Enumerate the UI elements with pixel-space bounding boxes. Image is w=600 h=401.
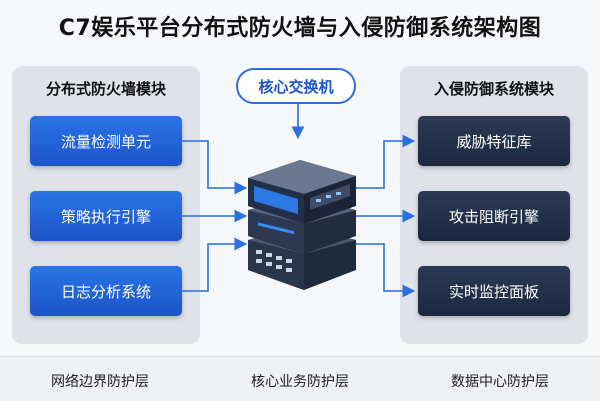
- layer-network-boundary: 网络边界防护层: [51, 374, 149, 390]
- ips-panel: 入侵防御系统模块 威胁特征库 攻击阻断引擎 实时监控面板: [400, 66, 588, 344]
- ips-panel-title: 入侵防御系统模块: [433, 80, 554, 98]
- threat-signature-module: 威胁特征库: [418, 116, 570, 166]
- firewall-panel: 分布式防火墙模块 流量检测单元 策略执行引擎 日志分析系统: [12, 66, 200, 344]
- log-analysis-module: 日志分析系统: [30, 266, 182, 316]
- protection-layers-bar: 网络边界防护层 核心业务防护层 数据中心防护层: [0, 356, 600, 401]
- arrow-device-to-threat: [356, 134, 416, 189]
- firewall-panel-title: 分布式防火墙模块: [45, 80, 166, 98]
- attack-blocking-module: 攻击阻断引擎: [418, 191, 570, 241]
- policy-engine-module: 策略执行引擎: [30, 191, 182, 241]
- arrow-device-to-monitor: [356, 243, 416, 298]
- traffic-detection-module: 流量检测单元: [30, 116, 182, 166]
- network-switch-icon: [248, 160, 356, 290]
- layer-data-center: 数据中心防护层: [451, 374, 549, 390]
- core-switch-label: 核心交换机: [236, 68, 356, 104]
- arrow-log-to-device: [182, 237, 248, 292]
- layer-core-business: 核心业务防护层: [251, 374, 349, 390]
- realtime-monitor-module: 实时监控面板: [418, 266, 570, 316]
- diagram-title: C7娱乐平台分布式防火墙与入侵防御系统架构图: [58, 16, 542, 41]
- arrow-traffic-to-device: [182, 140, 248, 195]
